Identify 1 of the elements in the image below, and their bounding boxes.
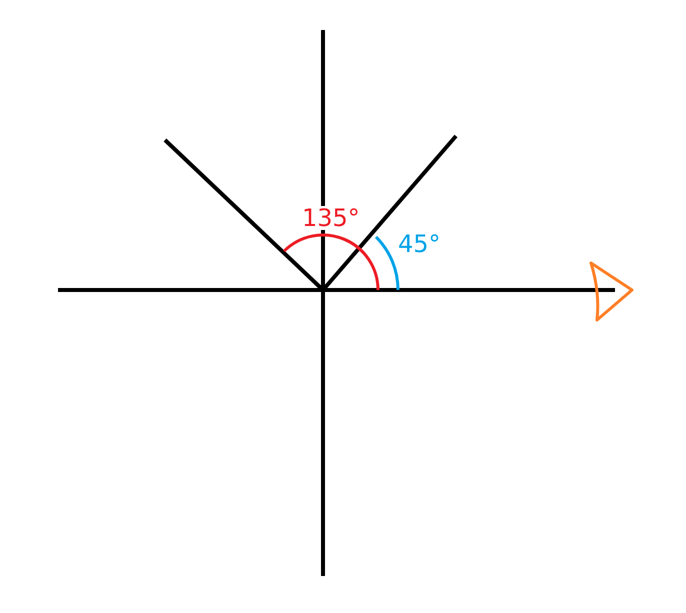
angle-label: 135° bbox=[302, 206, 360, 230]
